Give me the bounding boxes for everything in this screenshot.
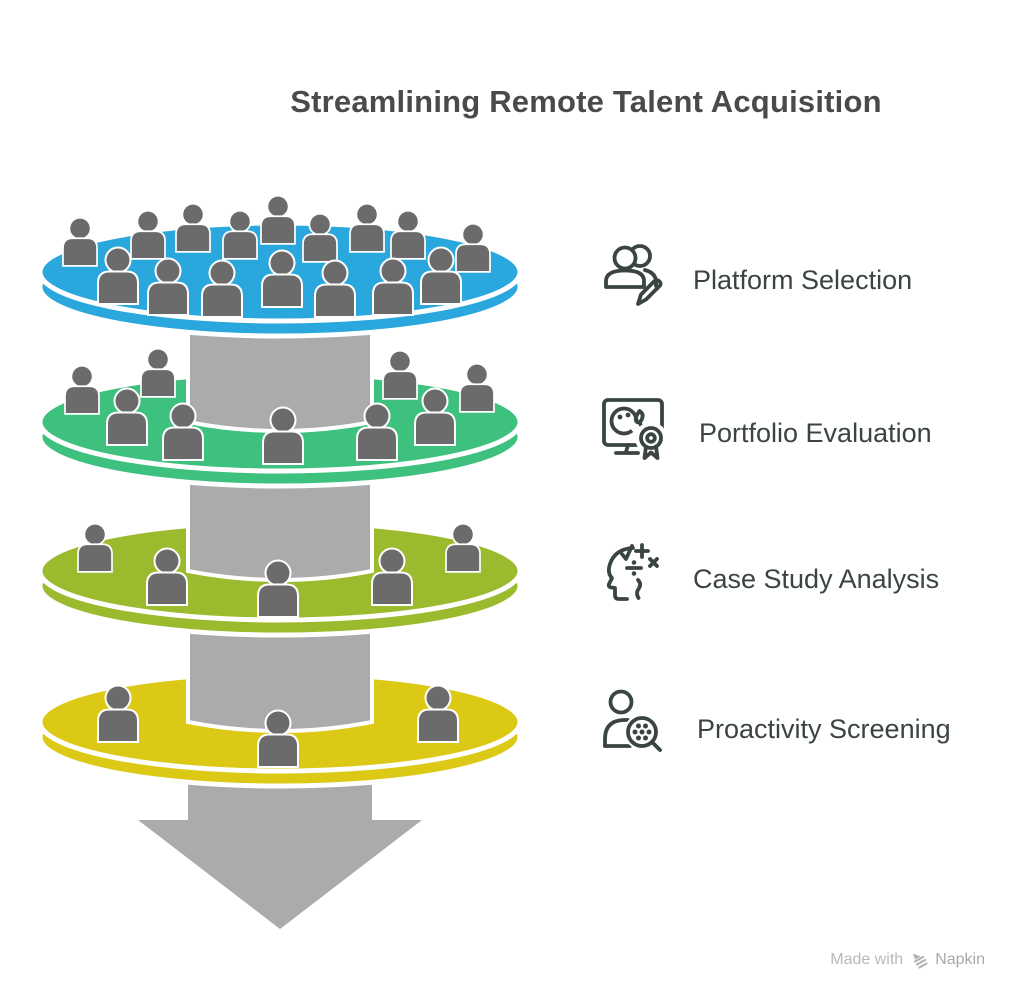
person-magnifier-icon (603, 689, 662, 752)
step-label: Portfolio Evaluation (699, 417, 932, 448)
page-title: Streamlining Remote Talent Acquisition (290, 84, 882, 119)
talent-funnel-graphic (40, 194, 520, 929)
step-label: Case Study Analysis (693, 563, 940, 594)
watermark-brand: Napkin (935, 951, 985, 968)
napkin-logo-icon (913, 953, 928, 969)
step-item-case-study-analysis: Case Study Analysis (595, 536, 939, 622)
head-calculation-icon (606, 543, 659, 601)
step-item-proactivity-screening: Proactivity Screening (595, 686, 951, 772)
made-with-napkin-watermark: Made with Napkin (830, 951, 985, 969)
step-label: Platform Selection (693, 264, 913, 295)
monitor-award-icon (602, 398, 667, 460)
step-item-portfolio-evaluation: Portfolio Evaluation (595, 390, 932, 476)
step-label: Proactivity Screening (697, 713, 951, 744)
watermark-prefix: Made with (830, 951, 904, 968)
step-item-platform-selection: Platform Selection (595, 237, 912, 323)
candidates-layer-1 (62, 194, 491, 318)
people-edit-icon (604, 244, 663, 306)
